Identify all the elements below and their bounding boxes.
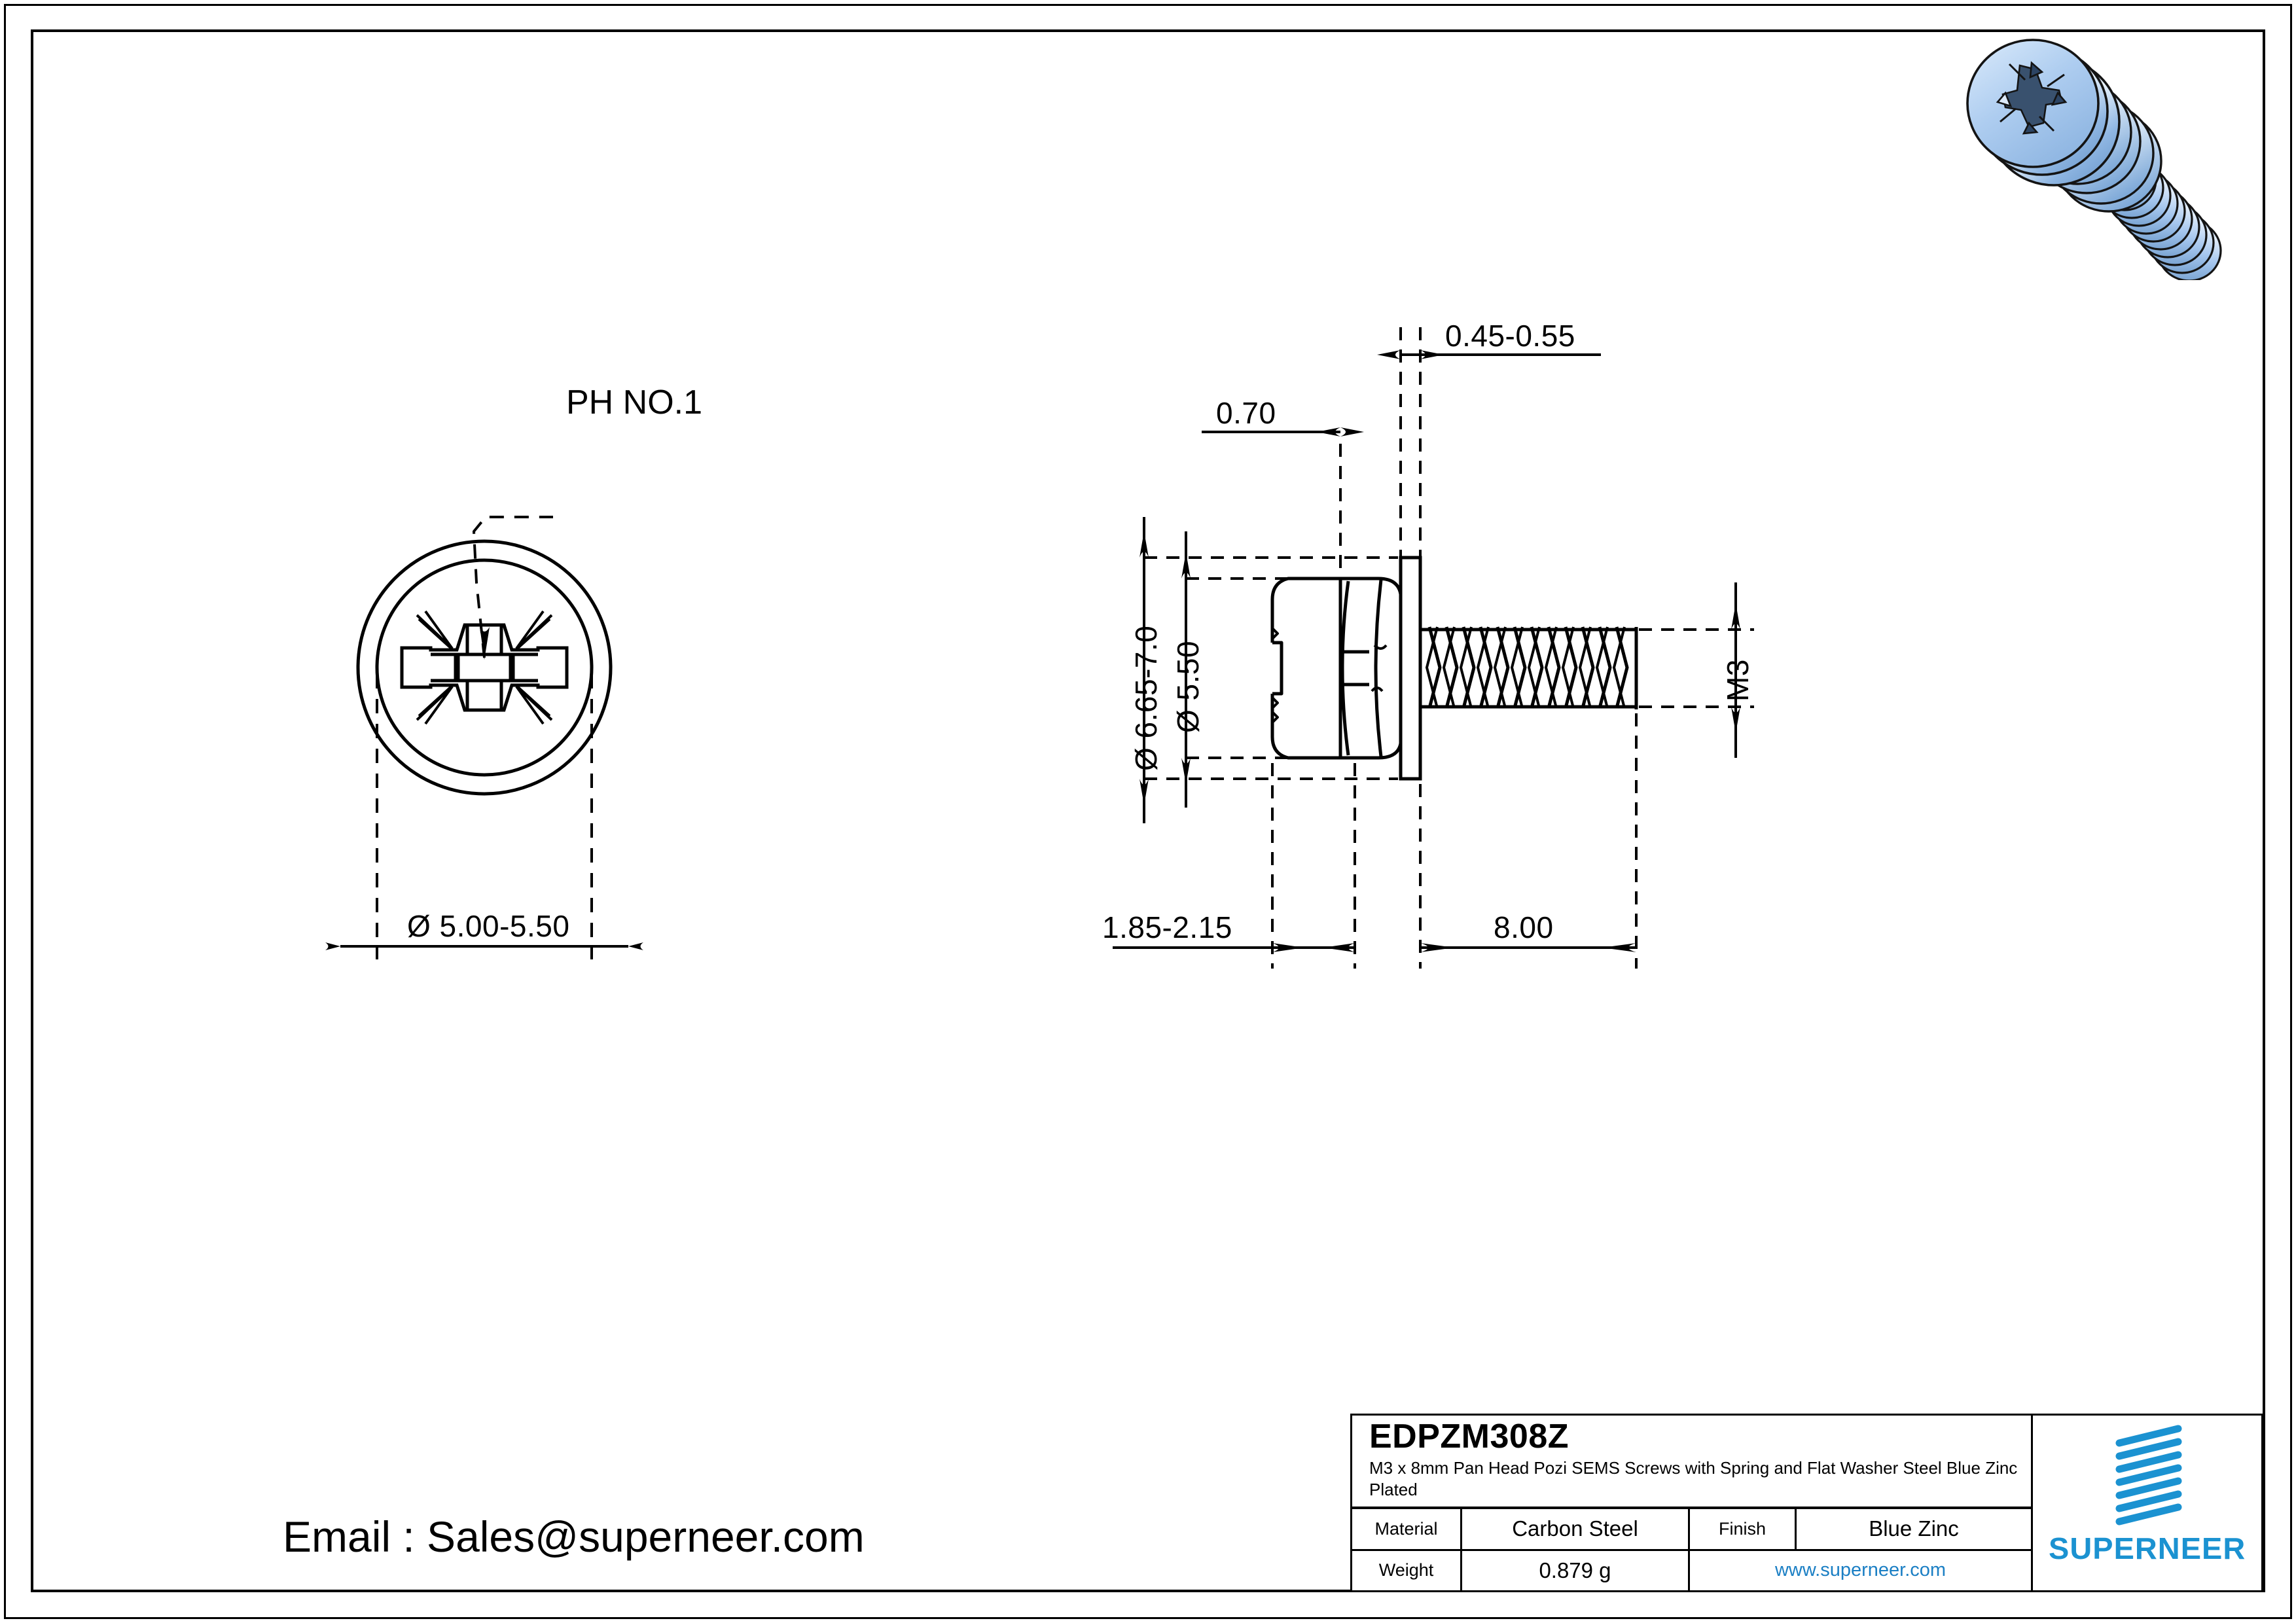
finish-value: Blue Zinc xyxy=(1869,1516,1959,1541)
title-block-header: EDPZM308Z M3 x 8mm Pan Head Pozi SEMS Sc… xyxy=(1352,1416,2031,1509)
page-border xyxy=(4,4,2292,1619)
finish-label: Finish xyxy=(1690,1509,1797,1549)
website-link[interactable]: www.superneer.com xyxy=(1774,1560,1946,1581)
title-block: EDPZM308Z M3 x 8mm Pan Head Pozi SEMS Sc… xyxy=(1350,1414,2263,1592)
brand-wordmark: SUPERNEER xyxy=(2048,1531,2246,1565)
dim-flat-washer-diameter: Ø 6.65-7.0 xyxy=(1129,625,1163,771)
part-description: M3 x 8mm Pan Head Pozi SEMS Screws with … xyxy=(1369,1458,2018,1500)
ph-no-label: PH NO.1 xyxy=(566,383,703,421)
dim-head-height: 1.85-2.15 xyxy=(1102,910,1232,944)
weight-value: 0.879 g xyxy=(1462,1550,1690,1590)
email-text: Email : Sales@superneer.com xyxy=(283,1512,865,1561)
dim-flat-washer-thickness: 0.45-0.55 xyxy=(1445,319,1575,353)
dim-head-diameter: Ø 5.50 xyxy=(1171,640,1205,733)
material-label: Material xyxy=(1352,1509,1462,1549)
material-value: Carbon Steel xyxy=(1462,1509,1690,1549)
part-number: EDPZM308Z xyxy=(1369,1418,1570,1455)
brand-logo: SUPERNEER xyxy=(2033,1416,2261,1590)
weight-label: Weight xyxy=(1352,1550,1462,1590)
render-pozi-recess xyxy=(1996,61,2068,135)
title-block-row-weight: Weight 0.879 g www.superneer.com xyxy=(1352,1550,2031,1590)
dim-recess-diameter: Ø 5.00-5.50 xyxy=(407,909,570,943)
dim-spring-washer-thickness: 0.70 xyxy=(1216,396,1276,430)
isometric-render xyxy=(1966,39,2222,280)
dim-thread-length: 8.00 xyxy=(1494,910,1554,944)
superneer-logo-icon xyxy=(2115,1425,2181,1525)
title-block-row-material: Material Carbon Steel Finish Blue Zinc xyxy=(1352,1509,2031,1551)
title-block-main: EDPZM308Z M3 x 8mm Pan Head Pozi SEMS Sc… xyxy=(1352,1416,2033,1590)
dim-thread-size: M3 xyxy=(1721,659,1755,702)
drawing-frame xyxy=(31,29,2265,1592)
